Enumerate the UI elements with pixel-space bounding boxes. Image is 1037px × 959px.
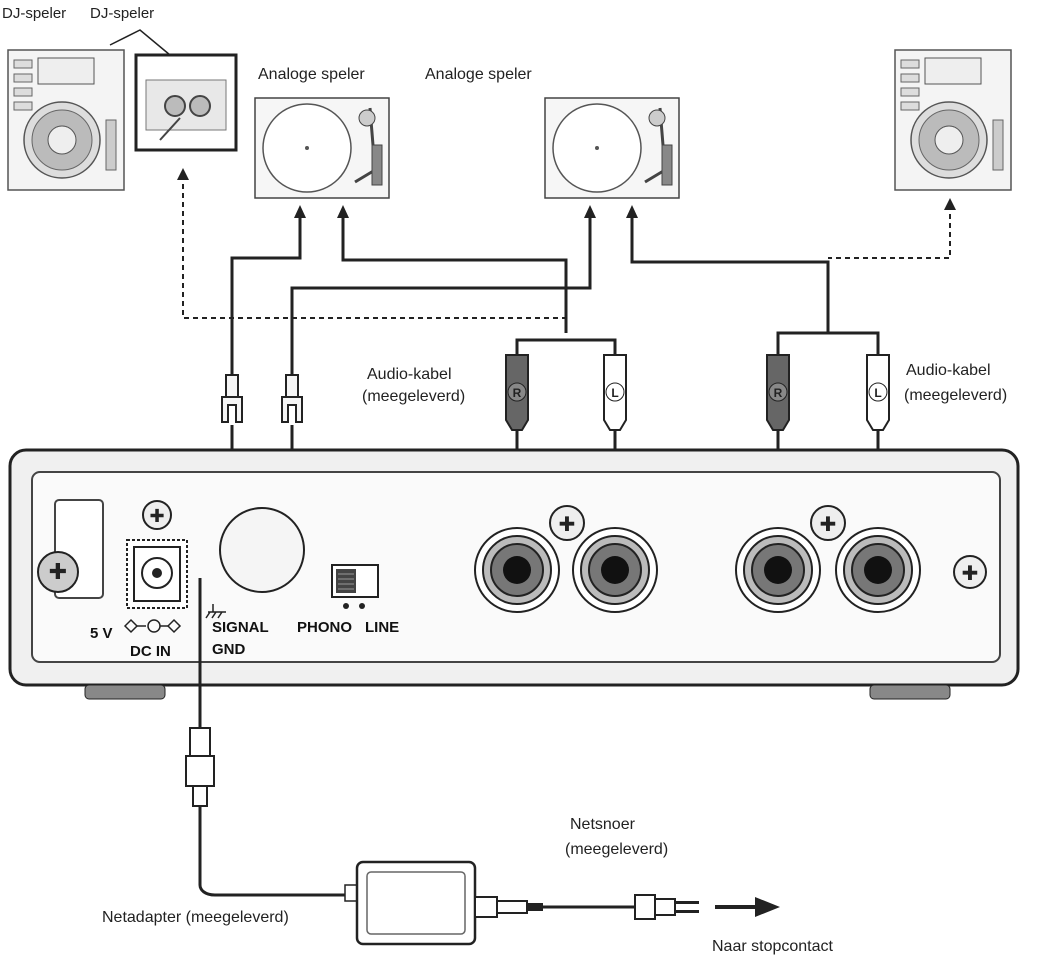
svg-text:✚: ✚ bbox=[49, 560, 67, 585]
analog-player-right bbox=[544, 97, 680, 199]
rca-jack-right-l[interactable] bbox=[835, 527, 921, 613]
rca-plug-right-r bbox=[766, 354, 790, 431]
phono-line-switch[interactable] bbox=[331, 564, 379, 609]
dc-voltage-label: 5 V bbox=[90, 625, 113, 642]
dc-in-label: DC IN bbox=[130, 643, 171, 660]
audio-wire-right bbox=[630, 215, 830, 333]
power-adapter-label: Netadapter (meegeleverd) bbox=[102, 909, 289, 926]
plug-l-label: L bbox=[874, 386, 881, 400]
dj-player-label-2: DJ-speler bbox=[90, 5, 154, 22]
analog-player-left bbox=[254, 97, 390, 199]
svg-text:✚: ✚ bbox=[149, 506, 164, 527]
phono-label: PHONO bbox=[297, 619, 352, 636]
dc-plug bbox=[185, 578, 345, 897]
line-label: LINE bbox=[365, 619, 399, 636]
arrow-to-outlet-icon bbox=[715, 897, 780, 917]
plug-l-label: L bbox=[611, 386, 618, 400]
audio-wire-left bbox=[341, 215, 568, 333]
audio-cable-left-label-1: Audio-kabel bbox=[367, 366, 452, 383]
svg-text:✚: ✚ bbox=[559, 512, 576, 536]
audio-cable-right-label-2: (meegeleverd) bbox=[904, 387, 1007, 404]
dj-player-left bbox=[7, 49, 125, 191]
rca-jack-right-r[interactable] bbox=[735, 527, 821, 613]
analog-player-left-label: Analoge speler bbox=[258, 66, 365, 83]
svg-text:✚: ✚ bbox=[962, 561, 979, 585]
power-cord-label-1: Netsnoer bbox=[570, 816, 636, 833]
dj-player-right bbox=[894, 49, 1012, 191]
signal-label: SIGNAL bbox=[212, 619, 269, 636]
gnd-label: GND bbox=[212, 641, 246, 658]
spade-connectors bbox=[221, 374, 303, 423]
audio-cable-right-label-1: Audio-kabel bbox=[906, 362, 991, 379]
rca-plug-left-r bbox=[505, 354, 529, 431]
rca-plug-right-l bbox=[866, 354, 890, 431]
dj-player-left-label: DJ-speler bbox=[2, 5, 66, 22]
polarity-symbol bbox=[123, 618, 182, 634]
analog-player-right-label: Analoge speler bbox=[425, 66, 532, 83]
rca-jack-left-r[interactable] bbox=[474, 527, 560, 613]
power-adapter bbox=[344, 860, 543, 946]
dc-in-jack[interactable] bbox=[126, 539, 188, 609]
ground-wire-right bbox=[290, 215, 592, 380]
plug-r-label: R bbox=[774, 386, 783, 400]
plug-r-label: R bbox=[513, 386, 522, 400]
rca-plug-left-l bbox=[603, 354, 627, 431]
dj-player-connections bbox=[182, 175, 951, 319]
svg-text:✚: ✚ bbox=[820, 512, 837, 536]
ground-wire-left bbox=[230, 215, 302, 380]
callout-lines bbox=[109, 29, 171, 56]
signal-gnd-terminal[interactable] bbox=[219, 507, 305, 593]
audio-cable-left-label-2: (meegeleverd) bbox=[362, 388, 465, 405]
rca-jack-left-l[interactable] bbox=[572, 527, 658, 613]
power-cord-label-2: (meegeleverd) bbox=[565, 841, 668, 858]
to-outlet-label: Naar stopcontact bbox=[712, 938, 834, 955]
power-cord bbox=[543, 894, 699, 920]
dj-player-rear-zoom-inset bbox=[134, 53, 238, 152]
input-arrows bbox=[294, 205, 638, 218]
ground-symbol-icon bbox=[205, 604, 226, 619]
